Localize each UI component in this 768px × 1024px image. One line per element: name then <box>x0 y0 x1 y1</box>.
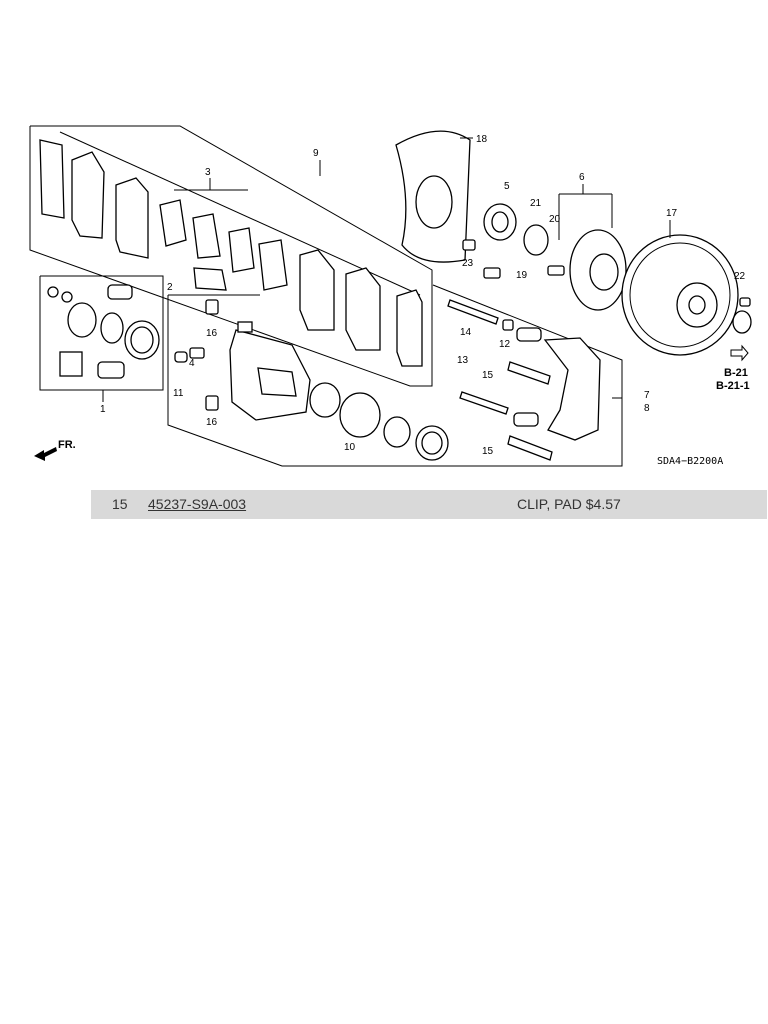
callout: 22 <box>734 271 746 282</box>
seal-kit-parts <box>47 284 160 379</box>
callout: 18 <box>476 134 488 145</box>
callout: 11 <box>173 388 184 399</box>
hub-assembly <box>483 203 627 311</box>
brake-disc <box>621 234 752 356</box>
callout: 6 <box>579 172 585 183</box>
callout: 20 <box>549 214 561 225</box>
callout: 14 <box>460 327 472 338</box>
callout: 1 <box>100 404 106 415</box>
seal-kit-outline <box>39 275 164 391</box>
callout: 16 <box>206 328 218 339</box>
callout-numbers: 1 2 3 4 5 6 7 8 9 10 11 12 13 14 15 15 1… <box>100 134 746 457</box>
callout: 23 <box>462 258 474 269</box>
callout: 4 <box>189 358 195 369</box>
pad-set-outline <box>29 125 433 387</box>
caliper-outline <box>167 284 623 467</box>
callout: 9 <box>313 148 319 159</box>
caliper-bracket <box>447 267 601 461</box>
callout: 2 <box>167 282 173 293</box>
brake-pads <box>39 139 423 367</box>
callout: 10 <box>344 442 356 453</box>
diagram-code: SDA4−B2200A <box>657 456 723 467</box>
callout: 8 <box>644 403 650 414</box>
part-number-link[interactable]: 45237-S9A-003 <box>148 496 247 512</box>
part-price: $4.57 <box>585 496 621 512</box>
callout: 15 <box>482 446 494 457</box>
callout: 17 <box>666 208 678 219</box>
callout: 5 <box>504 181 510 192</box>
callout: 12 <box>499 339 511 350</box>
callout: 13 <box>457 355 469 366</box>
callout: 21 <box>530 198 542 209</box>
direction-label: FR. <box>58 439 76 451</box>
ref-number: 15 <box>112 496 128 512</box>
ref-arrow <box>730 344 749 362</box>
leader-lines <box>102 137 671 402</box>
callout: 16 <box>206 417 218 428</box>
caliper-body <box>174 299 449 461</box>
callout: 15 <box>482 370 494 381</box>
ref-b21-1: B-21-1 <box>716 380 750 392</box>
ref-b21: B-21 <box>724 367 748 379</box>
part-row: 15 45237-S9A-003 CLIP, PAD $4.57 <box>91 490 767 519</box>
callout: 3 <box>205 167 211 178</box>
front-direction-arrow: FR. <box>34 439 76 461</box>
callout: 7 <box>644 390 650 401</box>
brake-parts-diagram: FR. B-21 B-21-1 SDA4−B2200A 1 2 3 4 5 6 … <box>29 125 752 467</box>
part-description: CLIP, PAD <box>517 496 582 512</box>
callout: 19 <box>516 270 528 281</box>
